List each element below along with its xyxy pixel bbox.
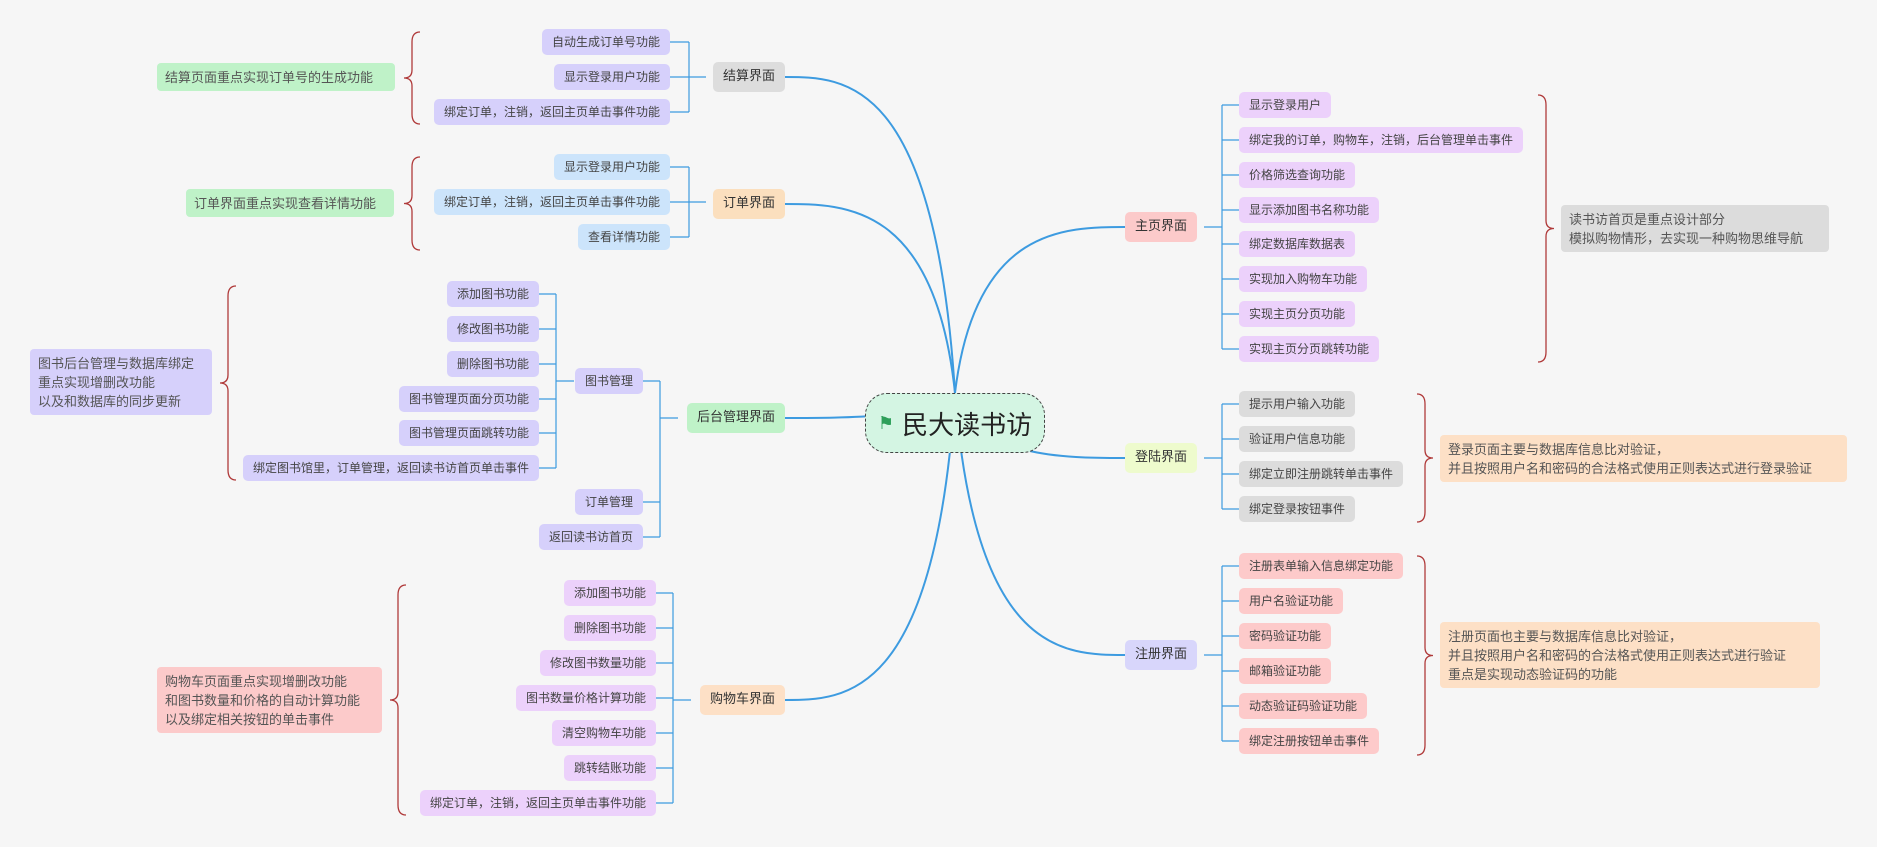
- zhuye-item[interactable]: 实现主页分页功能: [1239, 301, 1356, 327]
- link-line: [219, 285, 237, 481]
- houtai-sub-dingdan[interactable]: 订单管理: [574, 489, 643, 515]
- gouwu-item[interactable]: 删除图书功能: [563, 615, 656, 641]
- link-line: [784, 392, 956, 701]
- note-line: 登录页面主要与数据库信息比对验证，: [1448, 443, 1670, 458]
- note-line: 订单界面重点实现查看详情功能: [194, 197, 377, 212]
- zhuce-item[interactable]: 密码验证功能: [1239, 623, 1332, 649]
- note-line: 图书后台管理与数据库绑定: [38, 357, 195, 372]
- zhuce-item[interactable]: 邮箱验证功能: [1239, 658, 1332, 684]
- branch-zhuce[interactable]: 注册界面: [1125, 640, 1198, 670]
- houtai-sub-fanhui[interactable]: 返回读书访首页: [538, 524, 643, 550]
- link-line: [403, 156, 421, 251]
- zhuye-item[interactable]: 价格筛选查询功能: [1239, 162, 1356, 188]
- houtai-sub-tushu[interactable]: 图书管理: [574, 368, 643, 394]
- dingdan-item[interactable]: 显示登录用户功能: [553, 154, 670, 180]
- zhuye-item[interactable]: 绑定我的订单，购物车，注销，后台管理单击事件: [1239, 127, 1524, 153]
- branch-zhuye[interactable]: 主页界面: [1125, 212, 1198, 242]
- root-topic[interactable]: ⚑ 民大读书访: [865, 393, 1045, 453]
- dingdan-note: 订单界面重点实现查看详情功能: [186, 189, 394, 217]
- note-line: 结算页面重点实现订单号的生成功能: [165, 71, 374, 86]
- denglu-item[interactable]: 提示用户输入功能: [1239, 391, 1356, 417]
- link-line: [784, 203, 956, 394]
- zhuce-item[interactable]: 动态验证码验证功能: [1239, 693, 1368, 719]
- jiesuan-item[interactable]: 显示登录用户功能: [553, 64, 670, 90]
- tushu-item[interactable]: 图书管理页面分页功能: [398, 386, 539, 412]
- zhuye-item[interactable]: 显示添加图书名称功能: [1239, 197, 1380, 223]
- zhuce-note: 注册页面也主要与数据库信息比对验证， 并且按照用户名和密码的合法格式使用正则表达式…: [1440, 622, 1820, 688]
- jiesuan-note: 结算页面重点实现订单号的生成功能: [157, 63, 395, 91]
- note-line: 并且按照用户名和密码的合法格式使用正则表达式进行验证: [1448, 649, 1787, 664]
- zhuye-item[interactable]: 实现加入购物车功能: [1239, 266, 1368, 292]
- link-line: [1416, 393, 1434, 523]
- jiesuan-item[interactable]: 绑定订单，注销，返回主页单击事件功能: [433, 99, 670, 125]
- note-line: 并且按照用户名和密码的合法格式使用正则表达式进行登录验证: [1448, 462, 1813, 477]
- root-title: 民大读书访: [902, 410, 1033, 441]
- note-line: 模拟购物情形，去实现一种购物思维导航: [1569, 232, 1804, 247]
- branch-dingdan[interactable]: 订单界面: [712, 189, 785, 219]
- link-line: [1537, 94, 1555, 363]
- link-line: [1416, 555, 1434, 756]
- denglu-item[interactable]: 绑定登录按钮事件: [1239, 496, 1356, 522]
- note-line: 重点是实现动态验证码的功能: [1448, 668, 1618, 683]
- zhuye-item[interactable]: 绑定数据库数据表: [1239, 231, 1356, 257]
- gouwu-item[interactable]: 图书数量价格计算功能: [515, 685, 656, 711]
- denglu-item[interactable]: 验证用户信息功能: [1239, 426, 1356, 452]
- denglu-note: 登录页面主要与数据库信息比对验证， 并且按照用户名和密码的合法格式使用正则表达式进…: [1440, 435, 1847, 482]
- flag-icon: ⚑: [877, 412, 895, 434]
- jiesuan-item[interactable]: 自动生成订单号功能: [541, 29, 670, 55]
- dingdan-item[interactable]: 查看详情功能: [577, 224, 670, 250]
- zhuye-item[interactable]: 实现主页分页跳转功能: [1239, 336, 1380, 362]
- zhuce-item[interactable]: 注册表单输入信息绑定功能: [1239, 553, 1404, 579]
- gouwu-item[interactable]: 清空购物车功能: [551, 720, 656, 746]
- gouwu-item[interactable]: 修改图书数量功能: [539, 650, 656, 676]
- branch-gouwu[interactable]: 购物车界面: [699, 685, 785, 715]
- tushu-item[interactable]: 图书管理页面跳转功能: [398, 420, 539, 446]
- gouwu-item[interactable]: 添加图书功能: [563, 580, 656, 606]
- note-line: 购物车页面重点实现增删改功能: [165, 675, 348, 690]
- note-line: 和图书数量和价格的自动计算功能: [165, 694, 361, 709]
- zhuye-note: 读书访首页是重点设计部分模拟购物情形，去实现一种购物思维导航: [1561, 205, 1829, 252]
- zhuye-item[interactable]: 显示登录用户: [1239, 92, 1332, 118]
- branch-jiesuan[interactable]: 结算界面: [712, 62, 785, 92]
- zhuce-item[interactable]: 用户名验证功能: [1239, 588, 1344, 614]
- link-line: [954, 392, 1126, 656]
- note-line: 注册页面也主要与数据库信息比对验证，: [1448, 630, 1683, 645]
- houtai-note: 图书后台管理与数据库绑定重点实现增删改功能以及和数据库的同步更新: [30, 349, 212, 415]
- branch-houtai[interactable]: 后台管理界面: [686, 403, 785, 433]
- branch-denglu[interactable]: 登陆界面: [1125, 443, 1198, 473]
- link-line: [784, 76, 956, 394]
- gouwu-item[interactable]: 绑定订单，注销，返回主页单击事件功能: [419, 790, 656, 816]
- link-line: [403, 31, 421, 125]
- note-line: 重点实现增删改功能: [38, 376, 156, 391]
- link-line: [954, 226, 1126, 394]
- zhuce-item[interactable]: 绑定注册按钮单击事件: [1239, 728, 1380, 754]
- denglu-item[interactable]: 绑定立即注册跳转单击事件: [1239, 461, 1404, 487]
- tushu-item[interactable]: 修改图书功能: [446, 316, 539, 342]
- link-line: [389, 584, 407, 816]
- note-line: 读书访首页是重点设计部分: [1569, 213, 1726, 228]
- gouwu-item[interactable]: 跳转结账功能: [563, 755, 656, 781]
- tushu-item[interactable]: 绑定图书馆里，订单管理，返回读书访首页单击事件: [242, 455, 539, 481]
- tushu-item[interactable]: 删除图书功能: [446, 351, 539, 377]
- dingdan-item[interactable]: 绑定订单，注销，返回主页单击事件功能: [433, 189, 670, 215]
- tushu-item[interactable]: 添加图书功能: [446, 281, 539, 307]
- note-line: 以及和数据库的同步更新: [38, 395, 182, 410]
- note-line: 以及绑定相关按钮的单击事件: [165, 713, 335, 728]
- gouwu-note: 购物车页面重点实现增删改功能和图书数量和价格的自动计算功能以及绑定相关按钮的单击…: [157, 667, 382, 733]
